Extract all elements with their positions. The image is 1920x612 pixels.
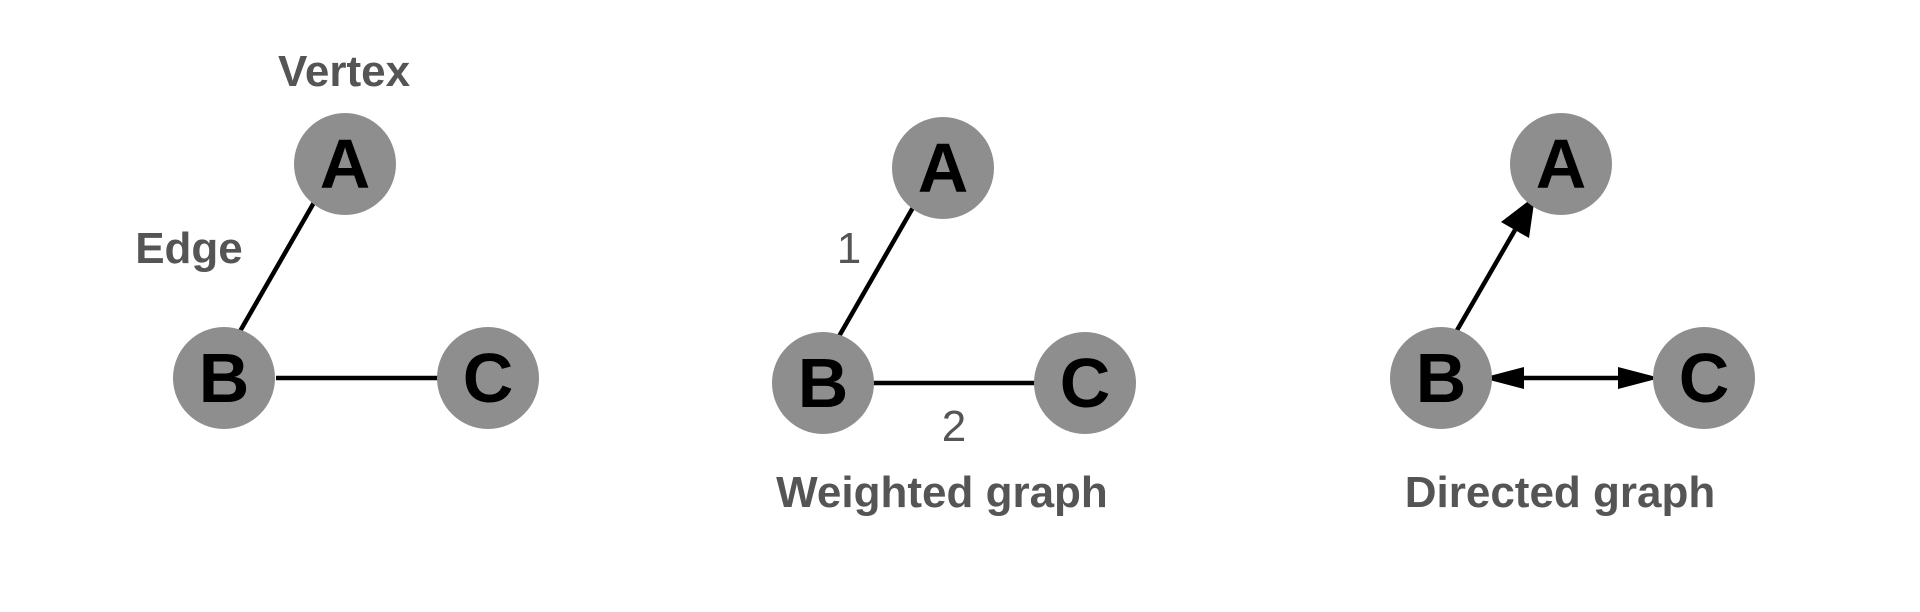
- directed-vertex-c: C: [1653, 327, 1755, 429]
- directed-vertex-c-label: C: [1679, 339, 1730, 417]
- weighted-graph-caption: Weighted graph: [776, 468, 1108, 517]
- edge-annotation: Edge: [135, 224, 243, 273]
- weighted-graph-panel: A B C 1 2 Weighted graph: [772, 117, 1136, 517]
- vertex-b: B: [173, 327, 275, 429]
- vertex-c-label: C: [463, 339, 514, 417]
- weighted-vertex-c: C: [1034, 332, 1136, 434]
- arrowhead-to-b: [1482, 367, 1524, 389]
- vertex-c: C: [437, 327, 539, 429]
- directed-vertex-a-label: A: [1536, 125, 1587, 203]
- directed-graph-caption: Directed graph: [1405, 468, 1716, 517]
- weighted-vertex-a: A: [892, 117, 994, 219]
- weight-label-b-a: 1: [837, 224, 861, 273]
- vertex-b-label: B: [199, 339, 250, 417]
- weighted-vertex-c-label: C: [1060, 344, 1111, 422]
- weight-label-b-c: 2: [942, 402, 966, 451]
- edge-b-a: [237, 197, 318, 335]
- vertex-a-label: A: [320, 125, 371, 203]
- directed-vertex-a: A: [1510, 113, 1612, 215]
- directed-edge-b-a: [1454, 228, 1517, 334]
- weighted-vertex-a-label: A: [918, 129, 969, 207]
- arrowhead-to-a: [1501, 196, 1535, 238]
- weighted-vertex-b-label: B: [798, 344, 849, 422]
- arrowhead-to-c: [1618, 367, 1660, 389]
- directed-vertex-b: B: [1390, 327, 1492, 429]
- weighted-vertex-b: B: [772, 332, 874, 434]
- directed-graph-panel: A B C Directed graph: [1390, 113, 1755, 517]
- weighted-edge-b-a: [836, 202, 917, 340]
- directed-vertex-b-label: B: [1416, 339, 1467, 417]
- basic-graph-panel: A B C Vertex Edge: [135, 47, 539, 429]
- vertex-annotation: Vertex: [278, 47, 411, 96]
- vertex-a: A: [294, 113, 396, 215]
